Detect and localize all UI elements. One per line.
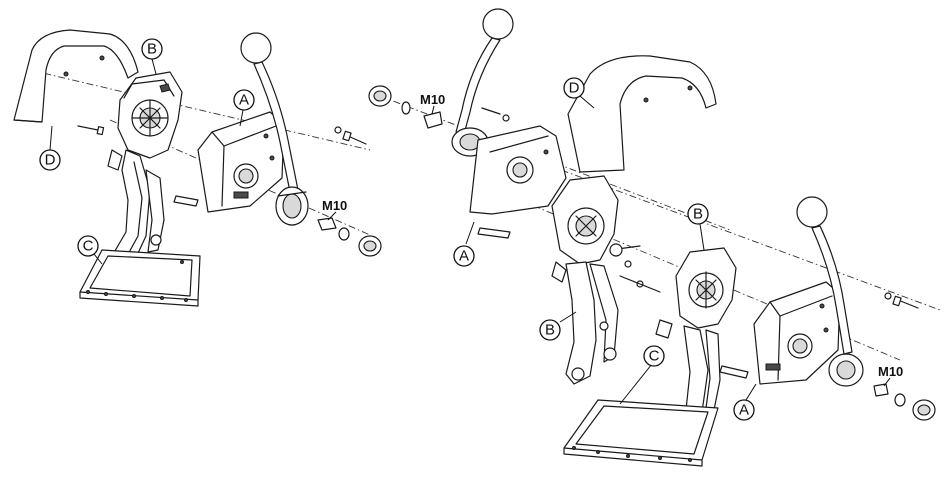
callout-c-right: C xyxy=(619,345,665,405)
callout-d-left: D xyxy=(39,125,61,171)
left-screw-b xyxy=(334,126,367,145)
svg-text:M10: M10 xyxy=(322,198,347,213)
svg-text:C: C xyxy=(83,238,94,255)
right-arm-middle xyxy=(565,261,619,385)
svg-text:A: A xyxy=(739,402,749,419)
svg-text:B: B xyxy=(693,206,703,223)
callout-d-right: D xyxy=(563,77,595,109)
callout-a-upper: A xyxy=(453,221,475,267)
label-m10-right: M10 xyxy=(878,364,903,387)
right-housing-upper xyxy=(469,125,567,239)
label-m10-top: M10 xyxy=(420,92,445,115)
right-lever-upper xyxy=(451,8,514,157)
right-mechanism-middle xyxy=(551,175,661,293)
callout-b-left: B xyxy=(141,38,163,75)
svg-text:A: A xyxy=(459,248,469,265)
right-fastener-set-top xyxy=(368,85,510,129)
left-screw-a xyxy=(77,125,105,136)
right-fastener-set-bottom xyxy=(873,383,936,421)
svg-text:M10: M10 xyxy=(420,92,445,107)
right-base-plate xyxy=(563,399,719,467)
callout-b-right: B xyxy=(687,203,709,251)
svg-text:M10: M10 xyxy=(878,364,903,379)
left-assembly xyxy=(13,29,382,307)
left-lever xyxy=(240,32,309,226)
callout-b-middle: B xyxy=(539,311,577,341)
svg-text:A: A xyxy=(239,92,249,109)
svg-text:B: B xyxy=(147,41,157,58)
svg-text:D: D xyxy=(569,80,580,97)
callout-c-left: C xyxy=(77,235,103,265)
right-housing-right xyxy=(719,281,841,385)
right-assembly xyxy=(368,8,941,467)
right-assembly-axis-2 xyxy=(479,139,941,311)
left-mechanism xyxy=(107,71,183,171)
callout-a-right: A xyxy=(733,383,757,421)
right-mechanism-right xyxy=(655,247,737,339)
callout-a-left: A xyxy=(233,89,255,127)
left-housing xyxy=(173,111,285,213)
svg-text:D: D xyxy=(45,152,56,169)
left-base-plate xyxy=(79,249,201,307)
right-screw-right xyxy=(884,292,919,309)
left-arm xyxy=(111,149,165,269)
left-assembly-axis xyxy=(29,69,371,151)
svg-text:B: B xyxy=(545,322,555,339)
svg-text:C: C xyxy=(649,348,660,365)
right-cover xyxy=(567,55,717,173)
left-cover xyxy=(13,29,139,123)
right-lever-right xyxy=(796,196,864,387)
label-m10-left: M10 xyxy=(322,198,347,221)
left-fastener-set xyxy=(317,217,382,257)
